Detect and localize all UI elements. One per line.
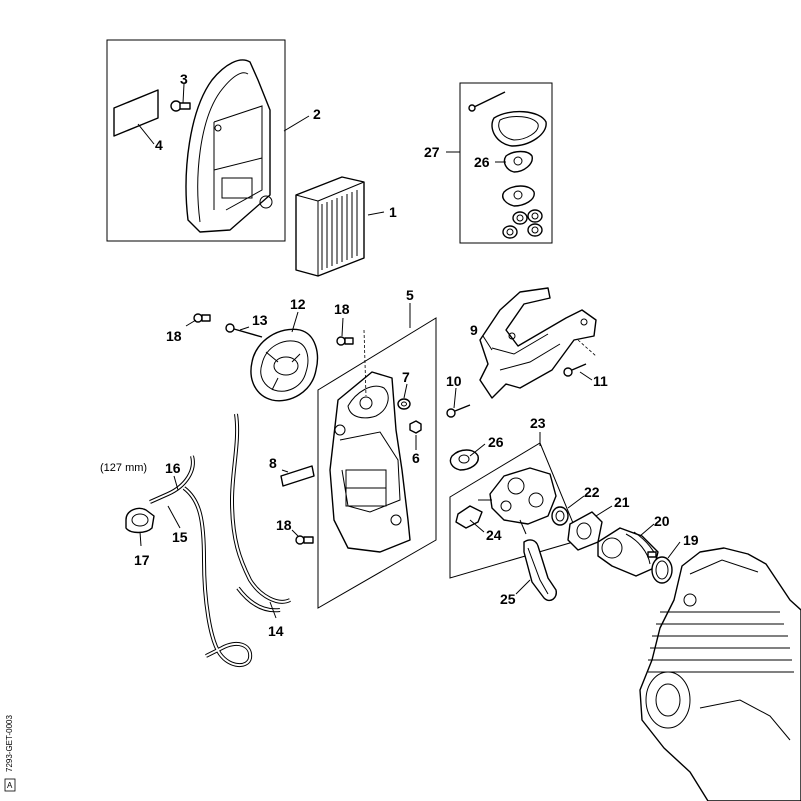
callout-26-middle: 26 — [488, 434, 504, 450]
callout-21: 21 — [614, 494, 630, 510]
nut-part — [409, 420, 422, 434]
callout-8: 8 — [269, 455, 277, 471]
callout-23: 23 — [530, 415, 546, 431]
cover-screw-part — [170, 100, 191, 112]
callout-2: 2 — [313, 106, 321, 122]
valve-17-part — [125, 507, 155, 534]
grommet-part — [397, 398, 411, 410]
carrier-plate-group-box — [317, 317, 437, 609]
corner-mark: A — [4, 778, 16, 792]
gasket-kit-parts — [468, 91, 547, 239]
callout-6: 6 — [412, 450, 420, 466]
gasket-kit-group-box — [459, 82, 553, 244]
baffle-screw-part — [225, 323, 263, 338]
callout-11: 11 — [593, 373, 608, 389]
callout-13: 13 — [252, 312, 268, 328]
engine-block-part — [639, 547, 801, 801]
callout-25: 25 — [500, 591, 516, 607]
callout-22: 22 — [584, 484, 600, 500]
callout-10: 10 — [446, 373, 462, 389]
callout-1: 1 — [389, 204, 397, 220]
callout-24: 24 — [486, 527, 502, 543]
air-filter-housing-group-box — [106, 39, 286, 242]
callout-12: 12 — [290, 296, 306, 312]
impulse-hose-14-part — [229, 413, 291, 613]
drawing-code: 7293-GET-0003 — [5, 715, 14, 772]
air-filter-part — [295, 176, 365, 277]
bracket-screw-11-part — [563, 363, 587, 377]
callout-15: 15 — [172, 529, 188, 545]
screw-18-top-center-part — [336, 336, 354, 346]
o-ring-part — [551, 506, 569, 526]
label-plate-part — [113, 89, 159, 137]
flange-part — [567, 511, 603, 551]
svg-text:A: A — [7, 781, 13, 790]
callout-18-bottom: 18 — [276, 517, 292, 533]
callout-3: 3 — [180, 71, 188, 87]
intake-manifold-part — [597, 527, 659, 577]
callout-18-top-left: 18 — [166, 328, 182, 344]
callout-27: 27 — [424, 144, 440, 160]
callout-20: 20 — [654, 513, 670, 529]
lever-bracket-part — [455, 505, 483, 529]
callout-14: 14 — [268, 623, 284, 639]
callout-5: 5 — [406, 287, 414, 303]
hose-clamp-part — [647, 551, 673, 584]
hose-15-16-part — [149, 455, 253, 667]
filter-cover-part — [185, 59, 273, 233]
callout-26-kit: 26 — [474, 154, 490, 170]
carrier-plate-part — [329, 329, 411, 553]
gasket-plate-part — [280, 465, 315, 487]
callout-9: 9 — [470, 322, 478, 338]
screw-18-top-left-part — [193, 313, 211, 323]
bracket-screw-10-part — [446, 404, 471, 418]
callout-19: 19 — [683, 532, 699, 548]
carburetor-part — [478, 467, 557, 535]
fuel-hose-part — [523, 539, 558, 602]
baffle-part — [250, 328, 319, 402]
screw-18-bottom-part — [295, 535, 314, 545]
callout-17: 17 — [134, 552, 150, 568]
callout-4: 4 — [155, 137, 163, 153]
callout-18-top-center: 18 — [334, 301, 350, 317]
hose-length-note: (127 mm) — [100, 462, 147, 474]
bracket-part — [479, 287, 597, 399]
callout-7: 7 — [402, 369, 410, 385]
callout-labels: 1 2 3 4 5 6 7 8 9 10 11 12 13 14 15 16 1… — [134, 71, 699, 639]
callout-16: 16 — [165, 460, 181, 476]
leader-lines — [137, 83, 681, 619]
